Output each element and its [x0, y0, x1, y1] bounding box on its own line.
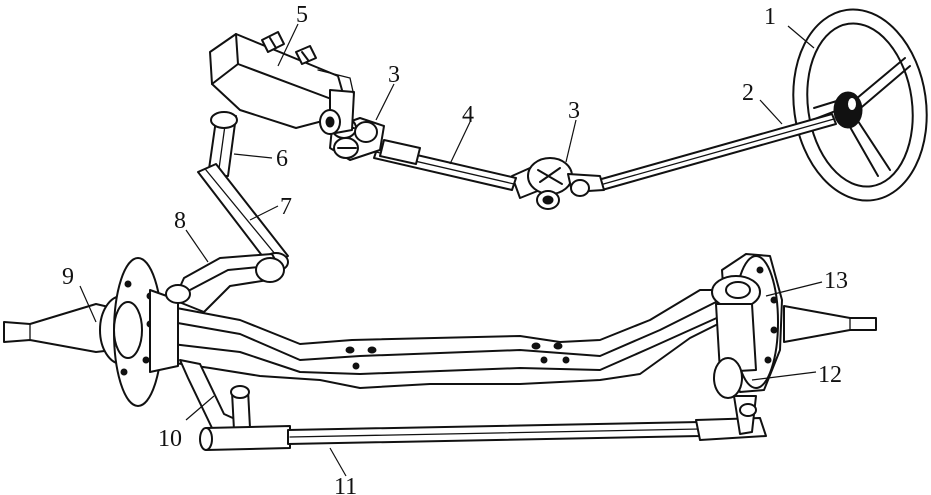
front-axle-beam	[165, 289, 743, 389]
label-2: 2	[742, 80, 754, 106]
steering-gear-box	[209, 31, 355, 135]
label-10: 10	[158, 426, 182, 452]
leader-lines	[79, 23, 823, 477]
right-knuckle-hub	[711, 253, 877, 393]
label-7: 7	[280, 194, 292, 220]
label-1: 1	[764, 4, 776, 30]
label-6: 6	[276, 146, 288, 172]
right-tie-rod-arm	[713, 357, 757, 435]
label-8: 8	[174, 208, 186, 234]
label-12: 12	[818, 362, 842, 388]
label-3-upper-joint: 3	[388, 62, 400, 88]
drag-link	[197, 163, 289, 272]
intermediate-shaft	[373, 139, 517, 191]
steering-shaft	[597, 113, 837, 191]
label-4: 4	[462, 102, 474, 128]
label-9: 9	[62, 264, 74, 290]
steering-knuckle-arm	[173, 253, 285, 313]
part-labels: 1 2 3 4 3 5 6 7 8 9 10 11 12 13	[62, 2, 848, 495]
left-hub-spindle	[3, 257, 191, 407]
steering-wheel	[792, 8, 928, 202]
pitman-arm	[207, 111, 238, 177]
label-3-lower-joint: 3	[568, 98, 580, 124]
tie-rod	[199, 417, 767, 451]
label-5: 5	[296, 2, 308, 28]
universal-joint-lower	[511, 157, 605, 210]
label-13: 13	[824, 268, 848, 294]
label-11: 11	[334, 474, 357, 495]
